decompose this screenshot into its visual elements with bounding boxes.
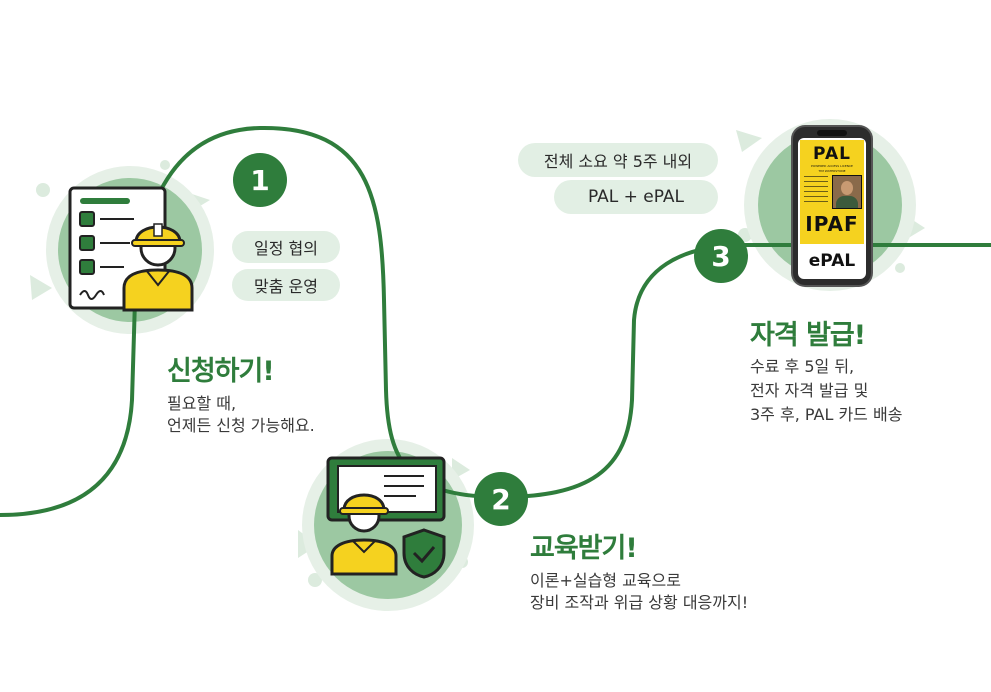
step-1-number: 1 [233,153,287,207]
pill-pal-epal: PAL + ePAL [554,180,718,214]
step-3-desc-line-3: 3주 후, PAL 카드 배송 [750,405,903,424]
step-3-desc-line-2: 전자 자격 발급 및 [750,381,869,400]
pill-custom: 맞춤 운영 [232,269,340,301]
pill-schedule: 일정 협의 [232,231,340,263]
card-subtitle: POWERED ACCESS LICENCE [811,164,853,168]
card-details [804,176,828,206]
phone-screen: PAL POWERED ACCESS LICENCE TIM WATERSTON… [798,138,866,279]
card-logo-top: PAL [813,144,851,164]
step-3-desc-line-1: 수료 후 5일 뒤, [750,357,855,376]
training-worker-screen-icon [326,456,446,576]
step-1-desc-line-1: 필요할 때, [167,394,237,413]
step-2-number: 2 [474,472,528,526]
pal-card: PAL POWERED ACCESS LICENCE TIM WATERSTON… [800,140,864,244]
step-2-desc-line-2: 장비 조작과 위급 상황 대응까지! [530,593,749,612]
step-3-title: 자격 발급! [750,320,866,351]
step-1-desc-line-2: 언제든 신청 가능해요. [167,416,315,435]
phone-pal-card-icon: PAL POWERED ACCESS LICENCE TIM WATERSTON… [793,127,871,285]
photo-face [841,181,853,195]
pill-duration: 전체 소요 약 5주 내외 [518,143,718,177]
card-brand: IPAF [805,212,859,236]
step-2-title: 교육받기! [530,533,638,564]
photo-shoulders [836,196,858,208]
card-photo [832,175,862,209]
card-holder: TIM WATERSTONE [818,169,846,173]
phone-notch [817,130,847,136]
application-form-worker-icon [68,186,194,312]
step-1-title: 신청하기! [167,356,275,387]
step-2-desc-line-1: 이론+실습형 교육으로 [530,571,681,590]
app-label: ePAL [808,251,856,271]
step-3-number: 3 [694,229,748,283]
shield-check-icon [402,528,446,579]
